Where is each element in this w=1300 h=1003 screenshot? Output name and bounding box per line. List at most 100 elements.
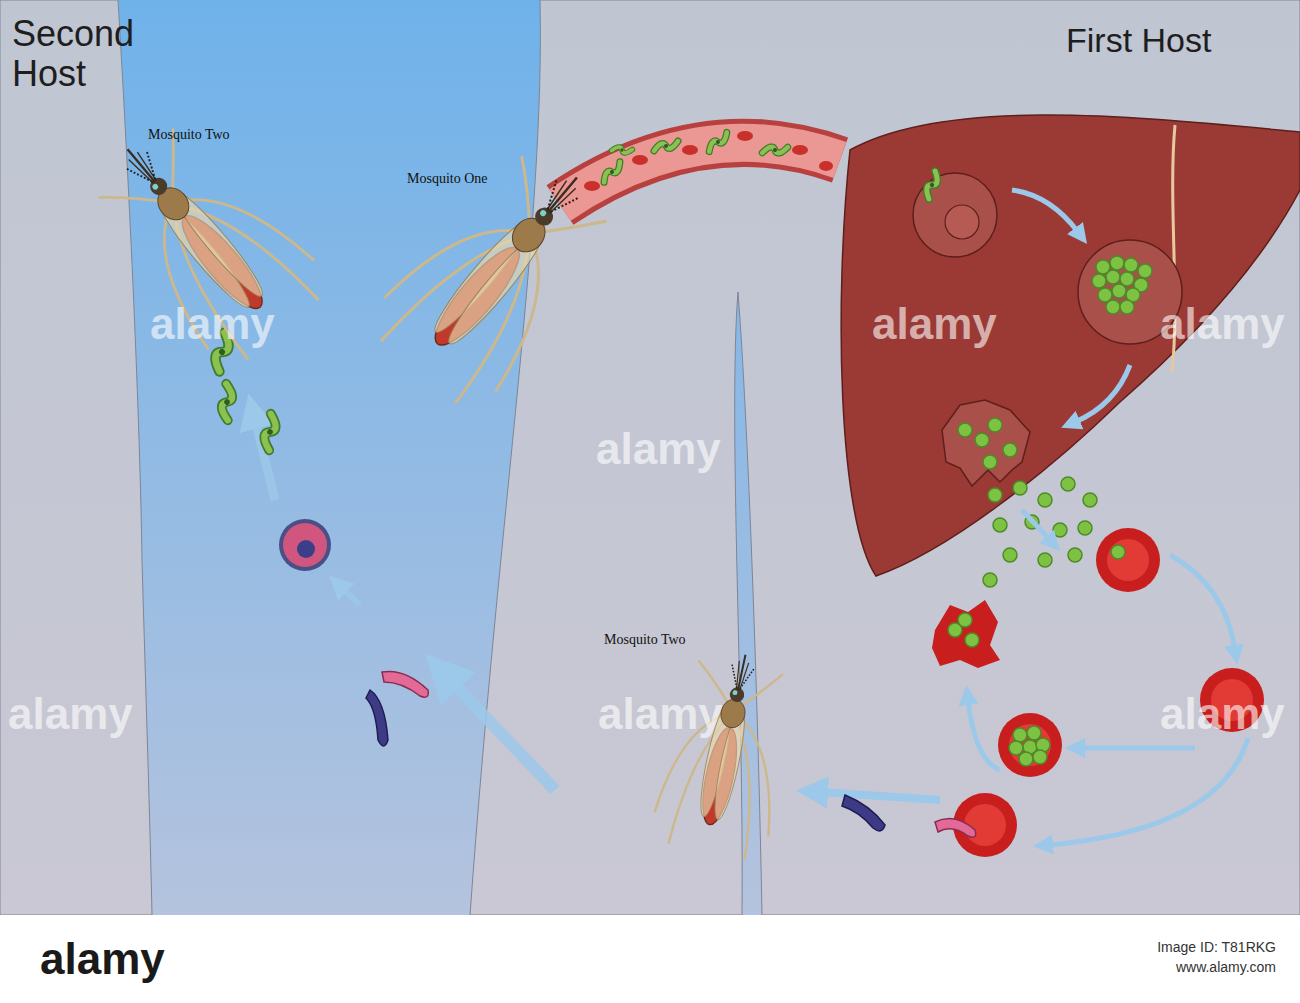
blood-vessel [706,132,731,151]
blood-stage-cycle [1170,555,1235,650]
liver [918,171,946,199]
footer-logo: alamy [40,935,165,983]
blood-vessel [792,145,808,155]
blood-stage-cycle [1019,752,1033,766]
blood-vessel [737,131,753,141]
blood-vessel [654,137,678,155]
blood-stage-cycle [1033,750,1047,764]
liver [1106,270,1120,284]
blood-stage-cycle [1009,726,1050,766]
liver [1092,256,1152,314]
blood-vessel [632,155,648,165]
footer-url: www.alamy.com [1176,960,1276,975]
blood-stage-cycle [1027,726,1041,740]
transfer-arrows [342,588,360,605]
blood-stage-cycle [1096,528,1160,592]
liver [958,423,972,437]
mosquito-two-lower [649,643,804,863]
blood-vessel [560,143,840,205]
footer-strip [0,915,1300,1003]
blood-vessel [819,161,833,171]
liver [988,418,1002,432]
merozoites [1038,553,1052,567]
transfer-arrows [450,680,555,790]
blood-vessel [682,145,698,155]
liver [1106,300,1120,314]
sporozoite [211,384,243,420]
blood-stage-cycle [1048,738,1248,845]
blood-stage-cycle [1009,741,1023,755]
watermark: alamy [150,300,275,348]
watermark: alamy [8,690,133,738]
liver [1012,190,1078,232]
liver [841,115,1300,576]
blood-vessel [584,181,600,191]
male-gametocyte [366,690,388,746]
malaria-illustration [283,523,327,567]
first-host-legs [470,0,1300,915]
merozoites [983,573,997,587]
second-host-leg [0,0,152,915]
host-label: First Host [1066,22,1211,59]
merozoites [1068,548,1082,562]
liver [1138,264,1152,278]
transfer-arrows [255,420,555,790]
blood-vessel [612,141,633,159]
blood-stage-cycle [1080,746,1195,751]
blood-stage-cycle [1111,545,1125,559]
merozoites [1038,493,1052,507]
mosquito-one [363,133,635,418]
image-id: Image ID: T81RKG [1157,940,1276,955]
liver [975,433,989,447]
merozoites [1061,477,1075,491]
mosquito-label: Mosquito Two [604,632,686,647]
liver [1124,258,1138,272]
blood-stage-cycle [842,795,885,831]
merozoites [1003,548,1017,562]
blood-stage-cycle [998,713,1062,777]
background [0,0,1300,915]
mosquito-label: Mosquito Two [148,127,230,142]
watermark: alamy [872,300,997,348]
sporozoite [253,414,287,450]
blood-stage-cycle [935,818,976,837]
mosquito-label: Mosquito One [407,171,488,186]
blood-stage-cycle [968,700,1000,770]
merozoites [1078,521,1092,535]
liver [1092,274,1106,288]
mosquito-two-upper [77,103,335,373]
liver [1075,365,1130,422]
watermark: alamy [1160,690,1285,738]
blood-stage-cycle [965,633,979,647]
blood-vessel [762,140,787,161]
liver [1112,284,1126,298]
female-gametocyte [382,671,428,697]
liver [1003,443,1017,457]
malaria-illustration [1022,510,1050,540]
blood-stage-cycle [958,613,972,627]
blood-stage-cycle [932,600,1000,668]
host-label: Second Host [12,14,182,93]
blood-stage-cycle [1013,728,1027,742]
merozoites [983,477,1097,587]
merozoites [1053,523,1067,537]
merozoites [1083,493,1097,507]
liver [1110,256,1124,270]
watermark: alamy [1160,300,1285,348]
liver [841,115,1300,576]
watermark: alamy [598,690,723,738]
liver [942,400,1030,486]
blood-vessel [560,131,840,205]
zygote [279,519,331,571]
liver [983,455,997,469]
blood-vessel [599,162,624,183]
merozoites [988,488,1002,502]
liver [945,205,979,239]
merozoites [993,518,1007,532]
watermark: alamy [596,425,721,473]
liver [1120,300,1134,314]
blood-stage-cycle [820,792,940,800]
merozoites [1013,481,1027,495]
